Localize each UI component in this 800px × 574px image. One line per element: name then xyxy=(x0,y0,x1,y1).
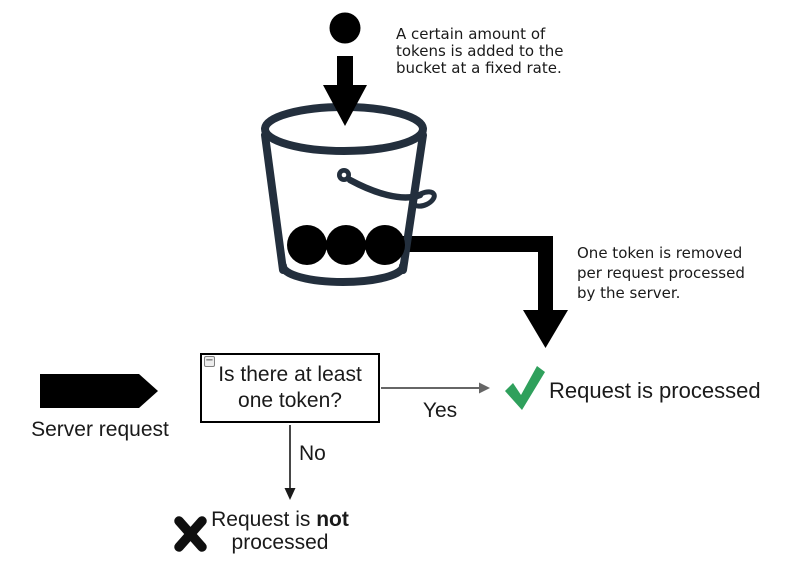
no-label: No xyxy=(299,442,326,465)
token-icon xyxy=(287,225,327,265)
decision-question-line1: Is there at least xyxy=(218,363,362,386)
request-processed-label: Request is processed xyxy=(549,378,761,403)
cross-icon xyxy=(174,516,207,552)
token-add-arrow-icon xyxy=(323,56,367,126)
bucket-handle xyxy=(346,176,424,201)
annotation-token-add: A certain amount of tokens is added to t… xyxy=(396,25,564,77)
bucket-icon xyxy=(261,103,437,286)
bucket-handle-pivot-hole xyxy=(341,172,347,178)
not-processed-prefix: Request is xyxy=(211,508,317,531)
bucket-handle-loop xyxy=(411,189,437,209)
bucket-left-wall xyxy=(261,131,287,274)
not-processed-line2: processed xyxy=(231,531,329,554)
yes-arrow xyxy=(381,382,490,394)
server-request-label: Server request xyxy=(31,418,169,441)
not-processed-bold: not xyxy=(316,508,349,531)
bucket-bottom xyxy=(279,262,407,286)
server-request-arrow-icon xyxy=(40,374,158,408)
decision-question-line2: one token? xyxy=(238,389,342,412)
incoming-token-icon xyxy=(329,12,361,44)
decision-box: Is there at least one token? xyxy=(200,353,380,423)
yes-label: Yes xyxy=(422,399,458,422)
bucket-tokens xyxy=(287,225,405,265)
no-arrow xyxy=(284,425,296,500)
token-removal-arrow-icon xyxy=(402,236,568,348)
check-icon xyxy=(505,366,545,410)
token-icon xyxy=(326,225,366,265)
annotation-token-remove: One token is removed per request process… xyxy=(577,244,745,302)
minus-icon[interactable]: − xyxy=(204,355,215,367)
token-icon xyxy=(365,225,405,265)
